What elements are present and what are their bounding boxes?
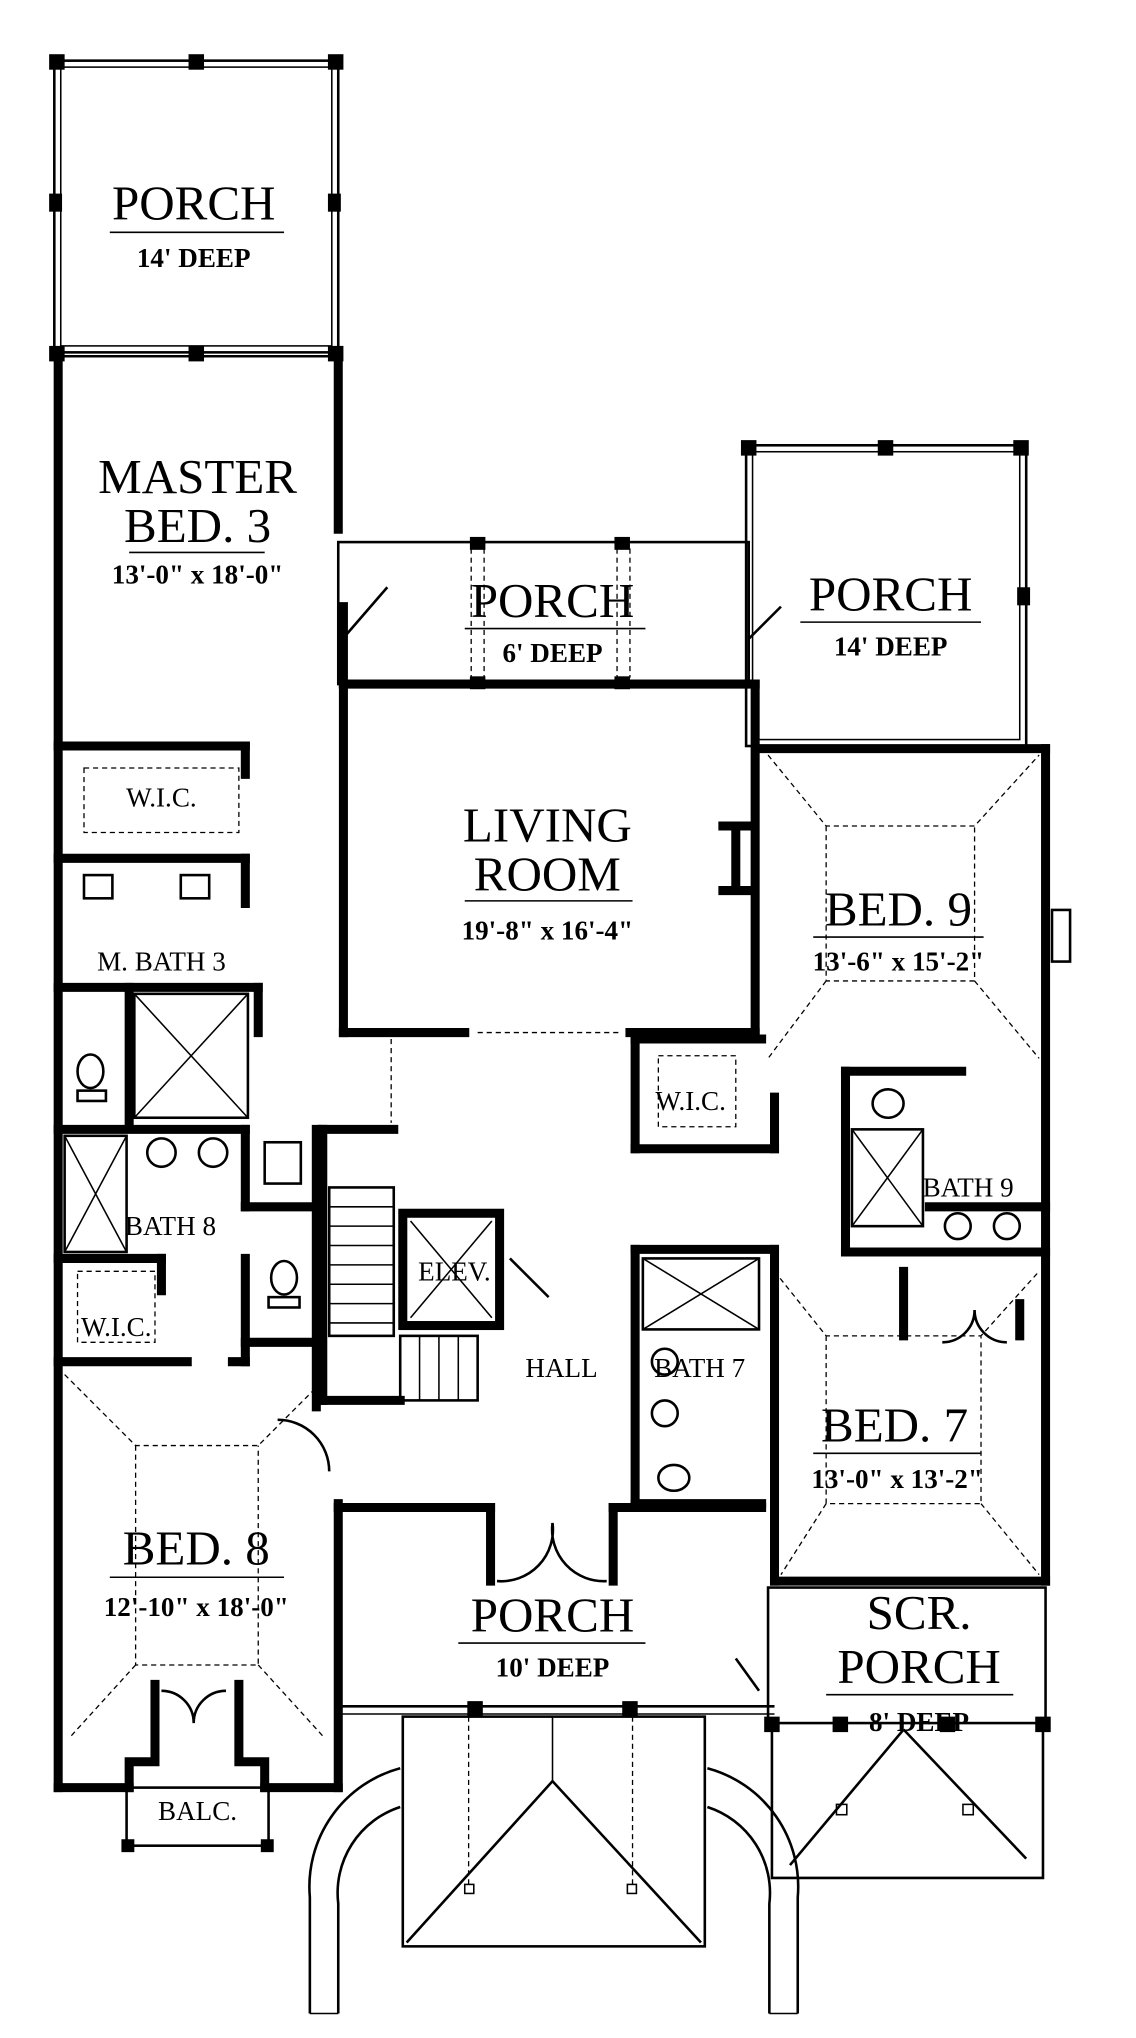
label-porch-rear-left: PORCH 14' DEEP xyxy=(109,175,285,273)
label-porch-rear-right: PORCH 14' DEEP xyxy=(800,566,982,662)
room-name: BED. 9 xyxy=(825,881,972,936)
curved-stairs xyxy=(308,1766,800,2015)
exterior-walls xyxy=(53,350,1072,2015)
room-name: BED. 3 xyxy=(124,498,271,553)
label-balcony: BALC. xyxy=(158,1796,237,1826)
room-size: 19'-8" x 16'-4" xyxy=(462,916,634,946)
label-wic-bed9: W.I.C. xyxy=(655,1086,726,1116)
room-size: 13'-0" x 13'-2" xyxy=(811,1464,983,1494)
label-bath8: BATH 8 xyxy=(125,1211,216,1241)
label-wic-master: W.I.C. xyxy=(126,783,197,813)
room-name: PORCH xyxy=(471,1587,635,1642)
room-size: 14' DEEP xyxy=(137,243,251,273)
room-size: 13'-6" x 15'-2" xyxy=(813,947,985,977)
room-name: PORCH xyxy=(112,175,275,230)
room-size: 13'-0" x 18'-0" xyxy=(112,559,284,589)
room-name: PORCH xyxy=(809,566,972,621)
room-size: 10' DEEP xyxy=(496,1653,610,1683)
label-porch-rear-center: PORCH 6' DEEP xyxy=(464,573,646,668)
label-screened-porch: SCR. PORCH 8' DEEP xyxy=(826,1585,1014,1737)
front-roof xyxy=(401,1715,707,1948)
label-living-room: LIVING ROOM 19'-8" x 16'-4" xyxy=(462,798,634,946)
label-bed7: BED. 7 13'-0" x 13'-2" xyxy=(811,1398,983,1494)
label-bed8: BED. 8 12'-10" x 18'-0" xyxy=(104,1520,289,1622)
room-size: 14' DEEP xyxy=(834,632,948,662)
room-name: SCR. xyxy=(867,1585,972,1640)
label-elevator: ELEV. xyxy=(418,1256,490,1286)
scr-porch-roof xyxy=(770,1728,1045,1880)
room-name: BED. 8 xyxy=(123,1520,270,1575)
room-name: MASTER xyxy=(98,449,297,504)
label-wic-bed8: W.I.C. xyxy=(81,1312,151,1342)
room-name: BED. 7 xyxy=(821,1398,968,1453)
room-size: 12'-10" x 18'-0" xyxy=(104,1592,289,1622)
room-size: 6' DEEP xyxy=(502,638,602,668)
label-master-bath: M. BATH 3 xyxy=(97,947,226,977)
room-name: LIVING xyxy=(463,798,632,853)
room-name: PORCH xyxy=(471,573,635,628)
elevator-shaft xyxy=(398,1208,550,1331)
label-bath9: BATH 9 xyxy=(923,1172,1014,1202)
room-size: 8' DEEP xyxy=(869,1707,969,1737)
label-porch-front: PORCH 10' DEEP xyxy=(458,1587,646,1683)
room-name: PORCH xyxy=(837,1639,1000,1694)
staircase xyxy=(327,1186,479,1402)
label-hall: HALL xyxy=(525,1353,597,1383)
room-name: ROOM xyxy=(474,847,621,902)
label-bed9: BED. 9 13'-6" x 15'-2" xyxy=(813,881,985,976)
label-master-bed: MASTER BED. 3 13'-0" x 18'-0" xyxy=(98,449,297,589)
label-bath7: BATH 7 xyxy=(654,1353,745,1383)
